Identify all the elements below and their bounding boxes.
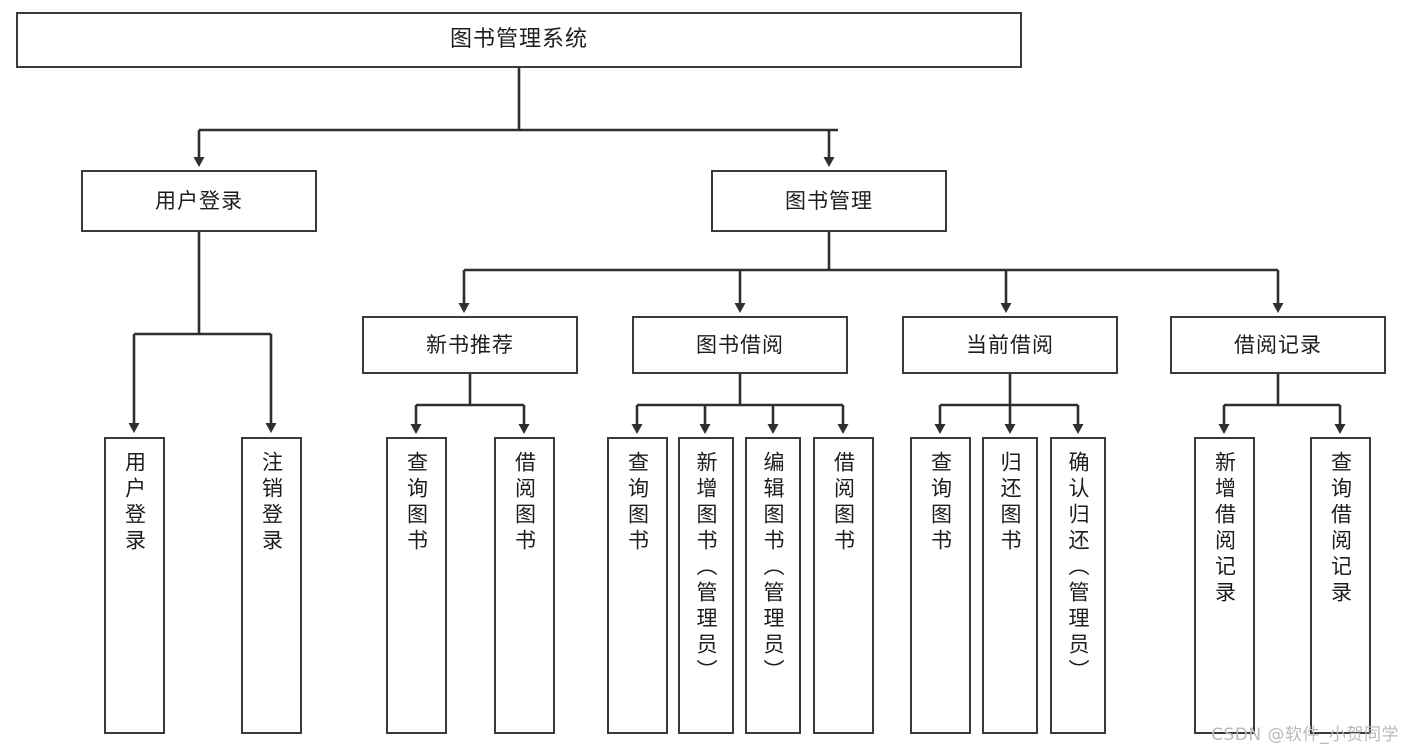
leaf-label: 查询图书 <box>404 451 429 555</box>
leaf-borrow-book[interactable]: 借阅图书 <box>813 437 874 734</box>
leaf-query-book-new[interactable]: 查询图书 <box>386 437 447 734</box>
leaf-label: 查询图书 <box>928 451 953 555</box>
leaf-label: 归还图书 <box>998 451 1023 555</box>
leaf-borrow-book-new[interactable]: 借阅图书 <box>494 437 555 734</box>
node-book-borrow[interactable]: 图书借阅 <box>632 316 848 374</box>
leaf-add-borrow-record[interactable]: 新增借阅记录 <box>1194 437 1255 734</box>
leaf-user-login[interactable]: 用户登录 <box>104 437 165 734</box>
node-current-borrow[interactable]: 当前借阅 <box>902 316 1118 374</box>
leaf-label: 注销登录 <box>259 451 284 555</box>
leaf-label: 用户登录 <box>122 451 147 555</box>
leaf-add-book-admin[interactable]: 新增图书（管理员） <box>678 437 734 734</box>
leaf-label: 借阅图书 <box>831 451 856 555</box>
node-book-management-system[interactable]: 图书管理系统 <box>16 12 1022 68</box>
node-label: 用户登录 <box>155 188 243 213</box>
leaf-confirm-return-admin[interactable]: 确认归还（管理员） <box>1050 437 1106 734</box>
leaf-query-borrow-record[interactable]: 查询借阅记录 <box>1310 437 1371 734</box>
node-label: 借阅记录 <box>1234 332 1322 357</box>
node-user-login[interactable]: 用户登录 <box>81 170 317 232</box>
leaf-label: 新增借阅记录 <box>1212 451 1237 607</box>
leaf-label: 确认归还（管理员） <box>1066 451 1091 685</box>
leaf-query-book-current[interactable]: 查询图书 <box>910 437 971 734</box>
node-label: 图书管理系统 <box>449 27 588 53</box>
leaf-label: 查询借阅记录 <box>1328 451 1353 607</box>
node-label: 图书借阅 <box>696 332 784 357</box>
leaf-label: 查询图书 <box>625 451 650 555</box>
leaf-label: 新增图书（管理员） <box>694 451 719 685</box>
node-label: 当前借阅 <box>966 332 1054 357</box>
node-label: 图书管理 <box>785 188 873 213</box>
leaf-logout[interactable]: 注销登录 <box>241 437 302 734</box>
watermark: CSDN @软件_小贺同学 <box>1211 725 1399 745</box>
leaf-label: 借阅图书 <box>512 451 537 555</box>
leaf-label: 编辑图书（管理员） <box>761 451 786 685</box>
node-borrow-record[interactable]: 借阅记录 <box>1170 316 1386 374</box>
node-new-book-recommendation[interactable]: 新书推荐 <box>362 316 578 374</box>
node-label: 新书推荐 <box>426 332 514 357</box>
node-book-management[interactable]: 图书管理 <box>711 170 947 232</box>
leaf-edit-book-admin[interactable]: 编辑图书（管理员） <box>745 437 801 734</box>
leaf-query-book-borrow[interactable]: 查询图书 <box>607 437 668 734</box>
leaf-return-book[interactable]: 归还图书 <box>982 437 1038 734</box>
